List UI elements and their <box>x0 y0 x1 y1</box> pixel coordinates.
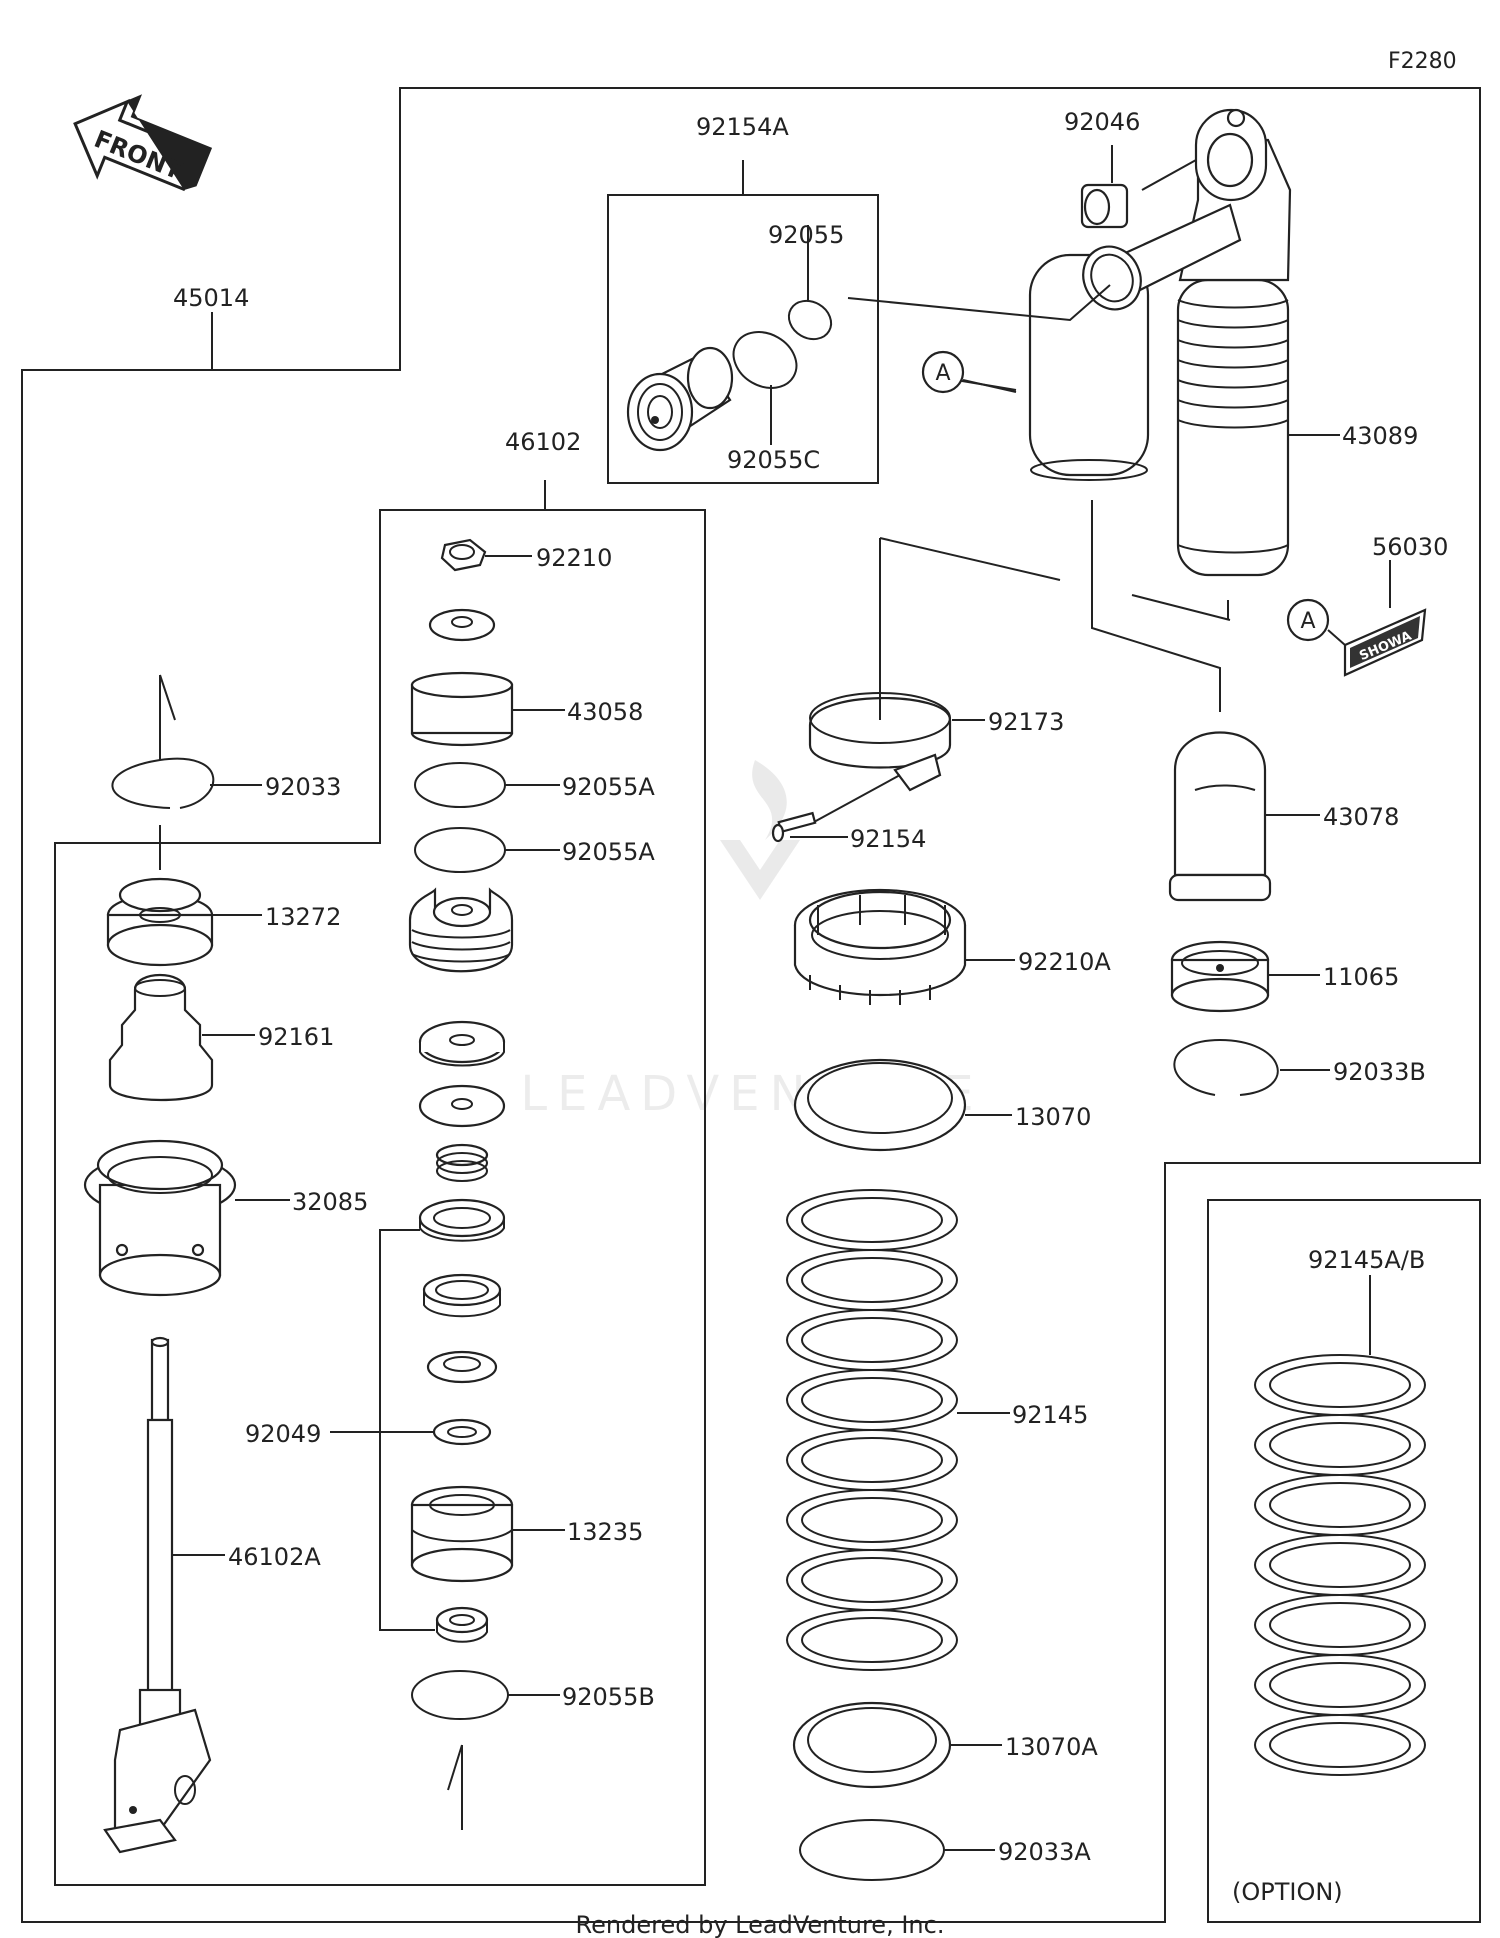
valve-92154A[interactable] <box>626 346 734 452</box>
label-13070[interactable]: 13070 <box>1015 1103 1091 1131</box>
label-46102[interactable]: 46102 <box>505 428 581 456</box>
circlip-92033[interactable] <box>111 674 215 809</box>
footer-credit: Rendered by LeadVenture, Inc. <box>576 1911 945 1938</box>
piston-13235[interactable] <box>410 1485 514 1583</box>
label-45014[interactable]: 45014 <box>173 284 249 312</box>
label-92046[interactable]: 92046 <box>1064 108 1140 136</box>
decal-56030[interactable]: SHOWA <box>1343 608 1427 677</box>
label-92033B[interactable]: 92033B <box>1333 1058 1426 1086</box>
piston-rod-46102A[interactable] <box>103 1336 212 1854</box>
shim-2[interactable] <box>418 1084 506 1128</box>
label-43058[interactable]: 43058 <box>567 698 643 726</box>
locknut-92210A[interactable] <box>793 888 967 1005</box>
label-92161[interactable]: 92161 <box>258 1023 334 1051</box>
option-label: (OPTION) <box>1232 1878 1343 1906</box>
shock-body[interactable] <box>1176 108 1292 577</box>
label-92173[interactable]: 92173 <box>988 708 1064 736</box>
o-ring-92055[interactable] <box>782 293 838 346</box>
circlip-92033A[interactable] <box>799 1819 945 1881</box>
nut-92210[interactable] <box>440 538 487 572</box>
spring-small[interactable] <box>435 1143 489 1182</box>
label-32085[interactable]: 32085 <box>292 1188 368 1216</box>
seal-92049[interactable] <box>432 1418 492 1446</box>
label-92154[interactable]: 92154 <box>850 825 926 853</box>
label-13070A[interactable]: 13070A <box>1005 1733 1098 1761</box>
spring-92145AB-option[interactable] <box>1254 1354 1426 1776</box>
label-92055B[interactable]: 92055B <box>562 1683 655 1711</box>
label-92049[interactable]: 92049 <box>245 1420 321 1448</box>
label-92055[interactable]: 92055 <box>768 221 844 249</box>
washer[interactable] <box>428 608 496 642</box>
label-43089[interactable]: 43089 <box>1342 422 1418 450</box>
o-ring-92055C[interactable] <box>723 321 806 399</box>
spring-seat-13070[interactable] <box>793 1058 967 1152</box>
callout-a-label-2: A <box>1300 609 1315 634</box>
label-43078[interactable]: 43078 <box>1323 803 1399 831</box>
label-92055A-1[interactable]: 92055A <box>562 773 655 801</box>
cap-13272[interactable] <box>106 877 214 967</box>
o-ring-92055A-2[interactable] <box>414 827 506 873</box>
spring-seat-13070A[interactable] <box>792 1701 952 1789</box>
label-56030[interactable]: 56030 <box>1372 533 1448 561</box>
nut-small[interactable] <box>435 1606 489 1643</box>
callout-a-label: A <box>935 361 950 386</box>
bearing-92046[interactable] <box>1080 183 1129 229</box>
clamp-92173[interactable] <box>808 692 952 792</box>
diagram-id: F2280 <box>1388 49 1457 74</box>
reservoir-cap-43078[interactable] <box>1168 731 1272 902</box>
bump-rubber-92161[interactable] <box>108 973 214 1102</box>
spring-92145[interactable] <box>786 1189 958 1671</box>
seal-b[interactable] <box>422 1273 502 1318</box>
o-ring-92055A-1[interactable] <box>414 762 506 808</box>
label-13235[interactable]: 13235 <box>567 1518 643 1546</box>
label-11065[interactable]: 11065 <box>1323 963 1399 991</box>
assembly-outline <box>21 87 1481 1923</box>
reservoir[interactable] <box>1028 203 1242 481</box>
label-92210[interactable]: 92210 <box>536 544 612 572</box>
seal-a[interactable] <box>418 1198 506 1242</box>
label-92055A-2[interactable]: 92055A <box>562 838 655 866</box>
callout-a-decal <box>1286 598 1330 642</box>
rod-guide[interactable] <box>408 887 514 973</box>
callout-a-reservoir <box>921 350 965 394</box>
label-13272[interactable]: 13272 <box>265 903 341 931</box>
label-92145[interactable]: 92145 <box>1012 1401 1088 1429</box>
label-92033[interactable]: 92033 <box>265 773 341 801</box>
front-arrow-icon <box>73 94 213 192</box>
label-92055C[interactable]: 92055C <box>727 446 820 474</box>
bolt-92154[interactable] <box>771 811 817 843</box>
piston-rod-assembly-box <box>54 509 706 1886</box>
label-92154A[interactable]: 92154A <box>696 113 789 141</box>
circlip-92033B[interactable] <box>1173 1038 1279 1096</box>
cap-11065[interactable] <box>1170 940 1270 1013</box>
bushing-43058[interactable] <box>410 671 514 747</box>
watermark-logo <box>720 760 800 900</box>
seal-c[interactable] <box>426 1350 498 1384</box>
label-92210A[interactable]: 92210A <box>1018 948 1111 976</box>
label-46102A[interactable]: 46102A <box>228 1543 321 1571</box>
label-92033A[interactable]: 92033A <box>998 1838 1091 1866</box>
option-box <box>1207 1199 1481 1923</box>
label-92145AB[interactable]: 92145A/B <box>1308 1246 1425 1274</box>
shim-1[interactable] <box>418 1020 506 1067</box>
o-ring-92055B[interactable] <box>411 1670 509 1720</box>
collar-32085[interactable] <box>83 1139 237 1297</box>
